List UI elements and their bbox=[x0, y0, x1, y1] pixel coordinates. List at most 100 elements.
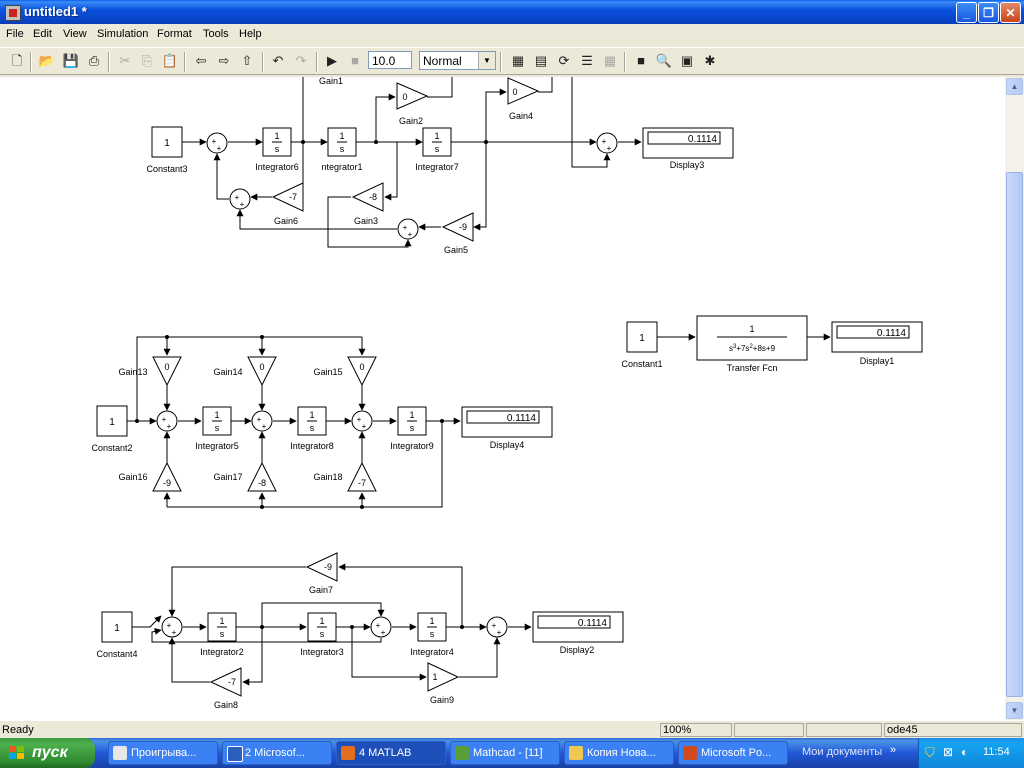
signal-line[interactable] bbox=[473, 142, 487, 231]
minimize-button[interactable]: _ bbox=[956, 2, 977, 23]
scroll-down-icon[interactable]: ▼ bbox=[1006, 702, 1023, 719]
signal-line[interactable] bbox=[168, 566, 306, 617]
chevron-right-icon[interactable]: » bbox=[890, 744, 897, 756]
signal-line[interactable] bbox=[151, 627, 382, 643]
signal-line[interactable] bbox=[351, 627, 427, 681]
cut-icon[interactable]: ✂ bbox=[119, 53, 131, 68]
grid-icon[interactable]: ▦ bbox=[603, 53, 617, 68]
task-matlab[interactable]: 4 MATLAB bbox=[336, 741, 446, 765]
task-mathcad[interactable]: Mathcad - [11] bbox=[450, 741, 560, 765]
sum-b-block[interactable]: ++ bbox=[229, 188, 251, 210]
task-powerpoint[interactable]: Microsoft Po... bbox=[678, 741, 788, 765]
stop-time-input[interactable]: 10.0 bbox=[368, 51, 412, 69]
signal-line[interactable] bbox=[571, 77, 611, 168]
debugger-icon[interactable]: ▣ bbox=[680, 53, 694, 68]
sum-j-block[interactable]: ++ bbox=[486, 616, 508, 638]
scroll-up-icon[interactable]: ▲ bbox=[1006, 78, 1023, 95]
menu-view[interactable]: View bbox=[63, 28, 87, 40]
menu-help[interactable]: Help bbox=[239, 28, 262, 40]
vertical-scrollbar[interactable]: ▲ ▼ bbox=[1005, 77, 1024, 720]
scroll-thumb[interactable] bbox=[1006, 172, 1023, 697]
menu-tools[interactable]: Tools bbox=[203, 28, 229, 40]
update-diagram-icon[interactable]: ▤ bbox=[534, 53, 548, 68]
undo-icon[interactable]: ↶ bbox=[272, 53, 284, 68]
signal-line[interactable] bbox=[236, 209, 397, 230]
menu-edit[interactable]: Edit bbox=[33, 28, 52, 40]
sum-c-block[interactable]: ++ bbox=[397, 218, 419, 240]
library-browser-icon[interactable]: ■ bbox=[637, 53, 645, 68]
save-icon[interactable]: 💾 bbox=[62, 53, 80, 68]
forward-icon[interactable]: ⇨ bbox=[218, 53, 230, 68]
build-icon[interactable]: ▦ bbox=[511, 53, 525, 68]
signal-line[interactable] bbox=[485, 88, 507, 142]
layers-icon[interactable]: ☰ bbox=[581, 53, 593, 68]
signal-line[interactable] bbox=[168, 637, 210, 683]
signal-line[interactable] bbox=[338, 563, 463, 627]
model-explorer-icon[interactable]: 🔍 bbox=[655, 53, 673, 68]
start-simulation-icon[interactable]: ▶ bbox=[327, 53, 337, 68]
sum-a-block[interactable]: ++ bbox=[206, 132, 228, 154]
new-file-icon[interactable]: 🗋 bbox=[11, 53, 23, 68]
signal-line[interactable] bbox=[375, 93, 396, 142]
sum-d-block[interactable]: ++ bbox=[596, 132, 618, 154]
sum-g-block[interactable]: ++ bbox=[351, 410, 373, 432]
sum-f-block[interactable]: ++ bbox=[251, 410, 273, 432]
simulation-mode-select[interactable]: Normal ▼ bbox=[419, 51, 496, 70]
simulink-app-icon[interactable] bbox=[5, 5, 21, 21]
signal-line[interactable] bbox=[384, 142, 398, 201]
bug-icon[interactable]: ✱ bbox=[704, 53, 716, 68]
task-word[interactable]: 2 Microsof... bbox=[222, 741, 332, 765]
menu-simulation[interactable]: Simulation bbox=[97, 28, 149, 40]
sum-h-block[interactable]: ++ bbox=[161, 616, 183, 638]
volume-icon[interactable]: ◐ bbox=[961, 745, 969, 759]
back-icon[interactable]: ⇦ bbox=[195, 53, 207, 68]
refresh-icon[interactable]: ⟳ bbox=[558, 53, 570, 68]
print-icon[interactable]: ⎙ bbox=[88, 53, 100, 68]
quick-launch-my-documents[interactable]: Мои документы bbox=[802, 746, 883, 758]
signal-line[interactable] bbox=[136, 336, 362, 421]
sum-e-block[interactable]: ++ bbox=[156, 410, 178, 432]
signal-line[interactable] bbox=[261, 602, 385, 627]
menu-format[interactable]: Format bbox=[157, 28, 192, 40]
stop-simulation-icon[interactable]: ■ bbox=[351, 53, 359, 68]
copy-icon[interactable]: ⎘ bbox=[141, 53, 153, 68]
paste-icon[interactable]: 📋 bbox=[161, 53, 179, 68]
menu-file[interactable]: File bbox=[6, 28, 24, 40]
maximize-button[interactable]: ❐ bbox=[978, 2, 999, 23]
network-icon[interactable]: ⊠ bbox=[943, 745, 954, 759]
signal-line[interactable] bbox=[427, 77, 453, 98]
open-folder-icon[interactable]: 📂 bbox=[38, 53, 56, 68]
task-folder[interactable]: Копия Нова... bbox=[564, 741, 674, 765]
signal-line[interactable] bbox=[538, 77, 553, 93]
signal-line[interactable] bbox=[132, 615, 162, 628]
task-media-player[interactable]: Проигрыва... bbox=[108, 741, 218, 765]
redo-icon[interactable]: ↷ bbox=[295, 53, 307, 68]
